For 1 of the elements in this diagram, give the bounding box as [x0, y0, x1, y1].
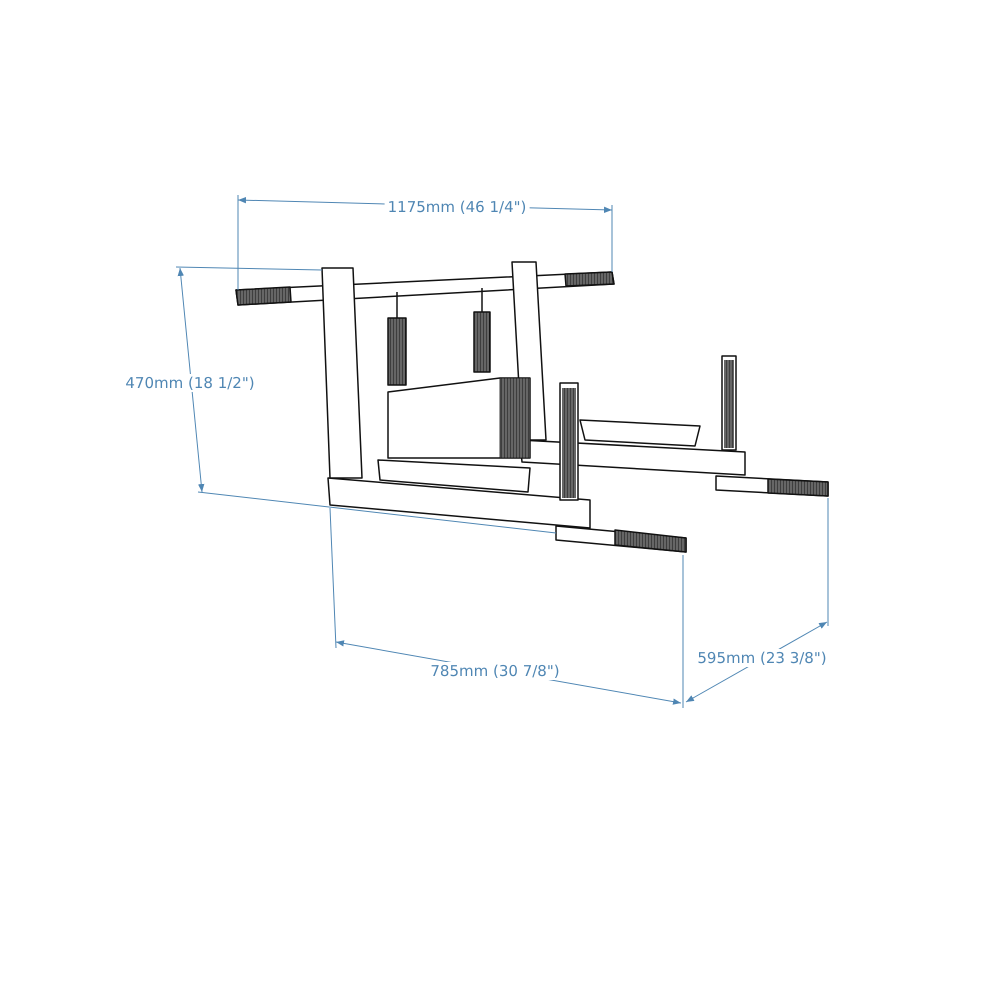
- dimension-label: 1175mm (46 1/4"): [384, 198, 530, 216]
